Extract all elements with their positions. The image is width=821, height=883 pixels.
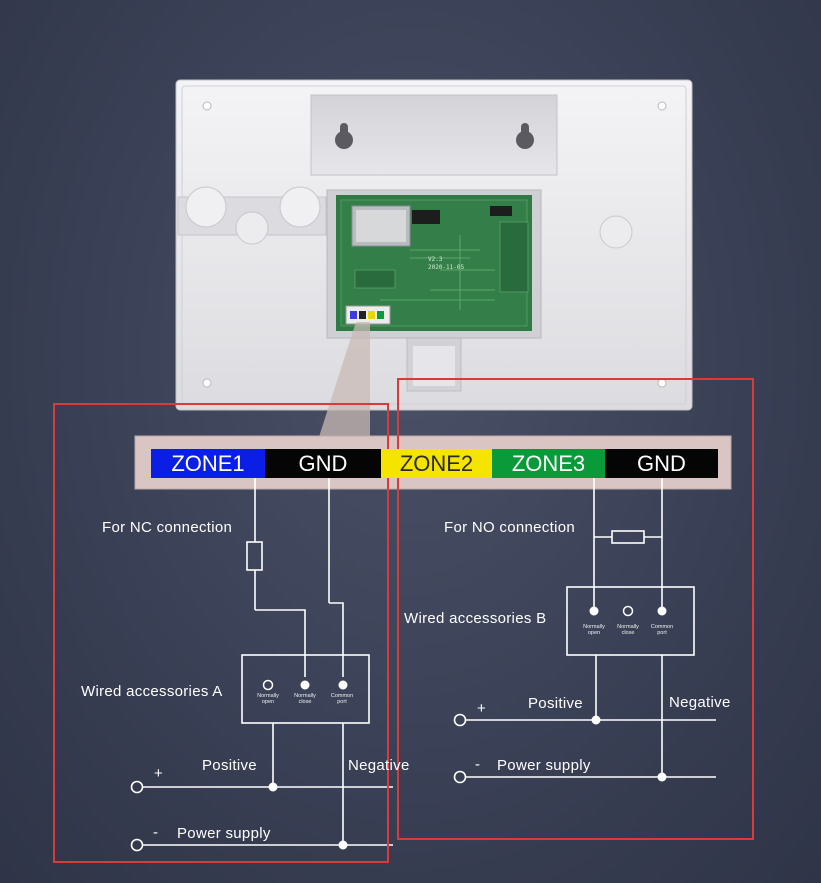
terminal-negative-a xyxy=(130,838,144,852)
positive-label-b: Positive xyxy=(528,695,583,712)
contact-common-port-a xyxy=(338,680,348,690)
nc-connection-label: For NC connection xyxy=(102,519,233,536)
common-port-label-a: Common port xyxy=(330,693,354,705)
terminal-positive-b xyxy=(453,713,467,727)
power-supply-label-b: Power supply xyxy=(497,757,591,774)
left-contacts xyxy=(130,679,348,852)
highlight-box-no xyxy=(397,378,754,840)
terminal-zone3: ZONE3 xyxy=(492,449,605,478)
contact-normally-close-b xyxy=(622,605,634,617)
pcb-board-code: V2.3 xyxy=(428,256,443,263)
resistor-right xyxy=(611,530,645,544)
normally-open-label-b: Normally open xyxy=(583,624,605,636)
contact-common-port-b xyxy=(657,606,667,616)
normally-close-label-a: Normally close xyxy=(294,693,316,705)
terminal-zone1-label: ZONE1 xyxy=(171,450,245,476)
right-wiring xyxy=(465,478,716,778)
pcb-board xyxy=(326,189,542,339)
normally-open-label-a: Normally open xyxy=(257,693,279,705)
negative-label-b: Negative xyxy=(669,694,731,711)
no-connection-label: For NO connection xyxy=(444,519,575,536)
plus-sign-b: + xyxy=(477,700,487,717)
right-contacts xyxy=(453,605,667,784)
wired-accessories-b-label: Wired accessories B xyxy=(404,610,547,627)
normally-close-label-b: Normally close xyxy=(617,624,639,636)
plus-sign-a: + xyxy=(154,765,164,782)
common-port-label-b: Common port xyxy=(650,624,674,636)
positive-label-a: Positive xyxy=(202,757,257,774)
terminal-zone3-label: ZONE3 xyxy=(511,450,586,476)
power-supply-label-a: Power supply xyxy=(177,825,271,842)
wired-accessory-a-box xyxy=(241,654,370,724)
pcb-board-id: 2020-11-05 xyxy=(428,264,465,271)
terminal-negative-b xyxy=(453,770,467,784)
callout-beam xyxy=(318,322,370,440)
terminal-gnd-2: GND xyxy=(605,449,718,478)
keyhole-right-icon xyxy=(516,123,534,149)
terminal-zone2: ZONE2 xyxy=(381,449,492,478)
contact-normally-open-b xyxy=(589,606,599,616)
wired-accessories-a-label: Wired accessories A xyxy=(81,683,223,700)
highlight-box-nc xyxy=(53,403,389,863)
minus-sign-b: - xyxy=(475,756,481,773)
contact-normally-close-a xyxy=(300,680,310,690)
mounting-recess xyxy=(310,94,558,176)
resistor-left xyxy=(246,541,263,571)
left-wiring xyxy=(142,478,393,846)
wired-accessory-b-box xyxy=(566,586,695,656)
terminal-positive-a xyxy=(130,780,144,794)
keyhole-left-icon xyxy=(335,123,353,149)
terminal-zone1: ZONE1 xyxy=(151,449,265,478)
terminal-gnd-1: GND xyxy=(265,449,381,478)
terminal-gnd-1-label: GND xyxy=(298,450,348,476)
minus-sign-a: - xyxy=(153,824,159,841)
terminal-gnd-2-label: GND xyxy=(637,450,686,476)
negative-label-a: Negative xyxy=(348,757,410,774)
terminal-zone2-label: ZONE2 xyxy=(399,450,474,476)
contact-normally-open-a xyxy=(262,679,274,691)
